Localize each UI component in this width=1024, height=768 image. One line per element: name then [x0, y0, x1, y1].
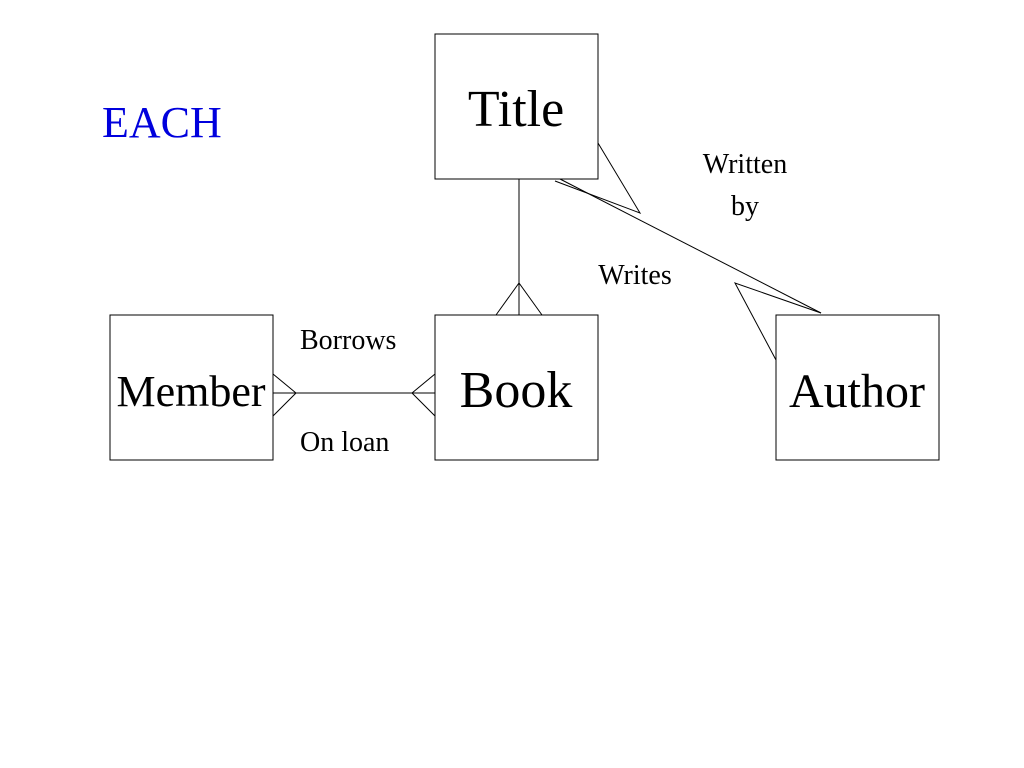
entity-member-box	[109, 314, 274, 461]
relationship-label-by: by	[731, 191, 759, 222]
entity-book: Book	[434, 314, 599, 461]
relationship-label-writes: Writes	[598, 260, 672, 291]
crows-foot-author-end	[733, 282, 822, 361]
relationship-label-borrows: Borrows	[300, 325, 396, 356]
entity-title-box	[434, 33, 599, 180]
crows-foot-title-end	[554, 142, 642, 214]
entity-book-box	[434, 314, 599, 461]
slide-heading: EACH	[102, 98, 222, 147]
entity-author-box	[775, 314, 940, 461]
entity-book-label: Book	[460, 362, 573, 419]
entity-member: Member	[109, 314, 274, 461]
crows-foot-book-end-left	[411, 373, 436, 417]
relationship-label-on-loan: On loan	[300, 427, 389, 458]
entity-title-label: Title	[468, 81, 564, 138]
relationship-member-book: Borrows On loan	[272, 325, 436, 458]
entity-author-label: Author	[789, 365, 925, 418]
crows-foot-book-end	[495, 282, 543, 316]
relationship-title-author-line	[559, 178, 822, 314]
relationship-title-book	[495, 179, 543, 316]
entity-member-label: Member	[116, 367, 265, 416]
entity-author: Author	[775, 314, 940, 461]
relationship-label-written: Written	[703, 149, 787, 180]
crows-foot-member-end	[272, 373, 297, 417]
entity-title: Title	[434, 33, 599, 180]
relationship-title-author: Written by Writes	[554, 142, 822, 361]
